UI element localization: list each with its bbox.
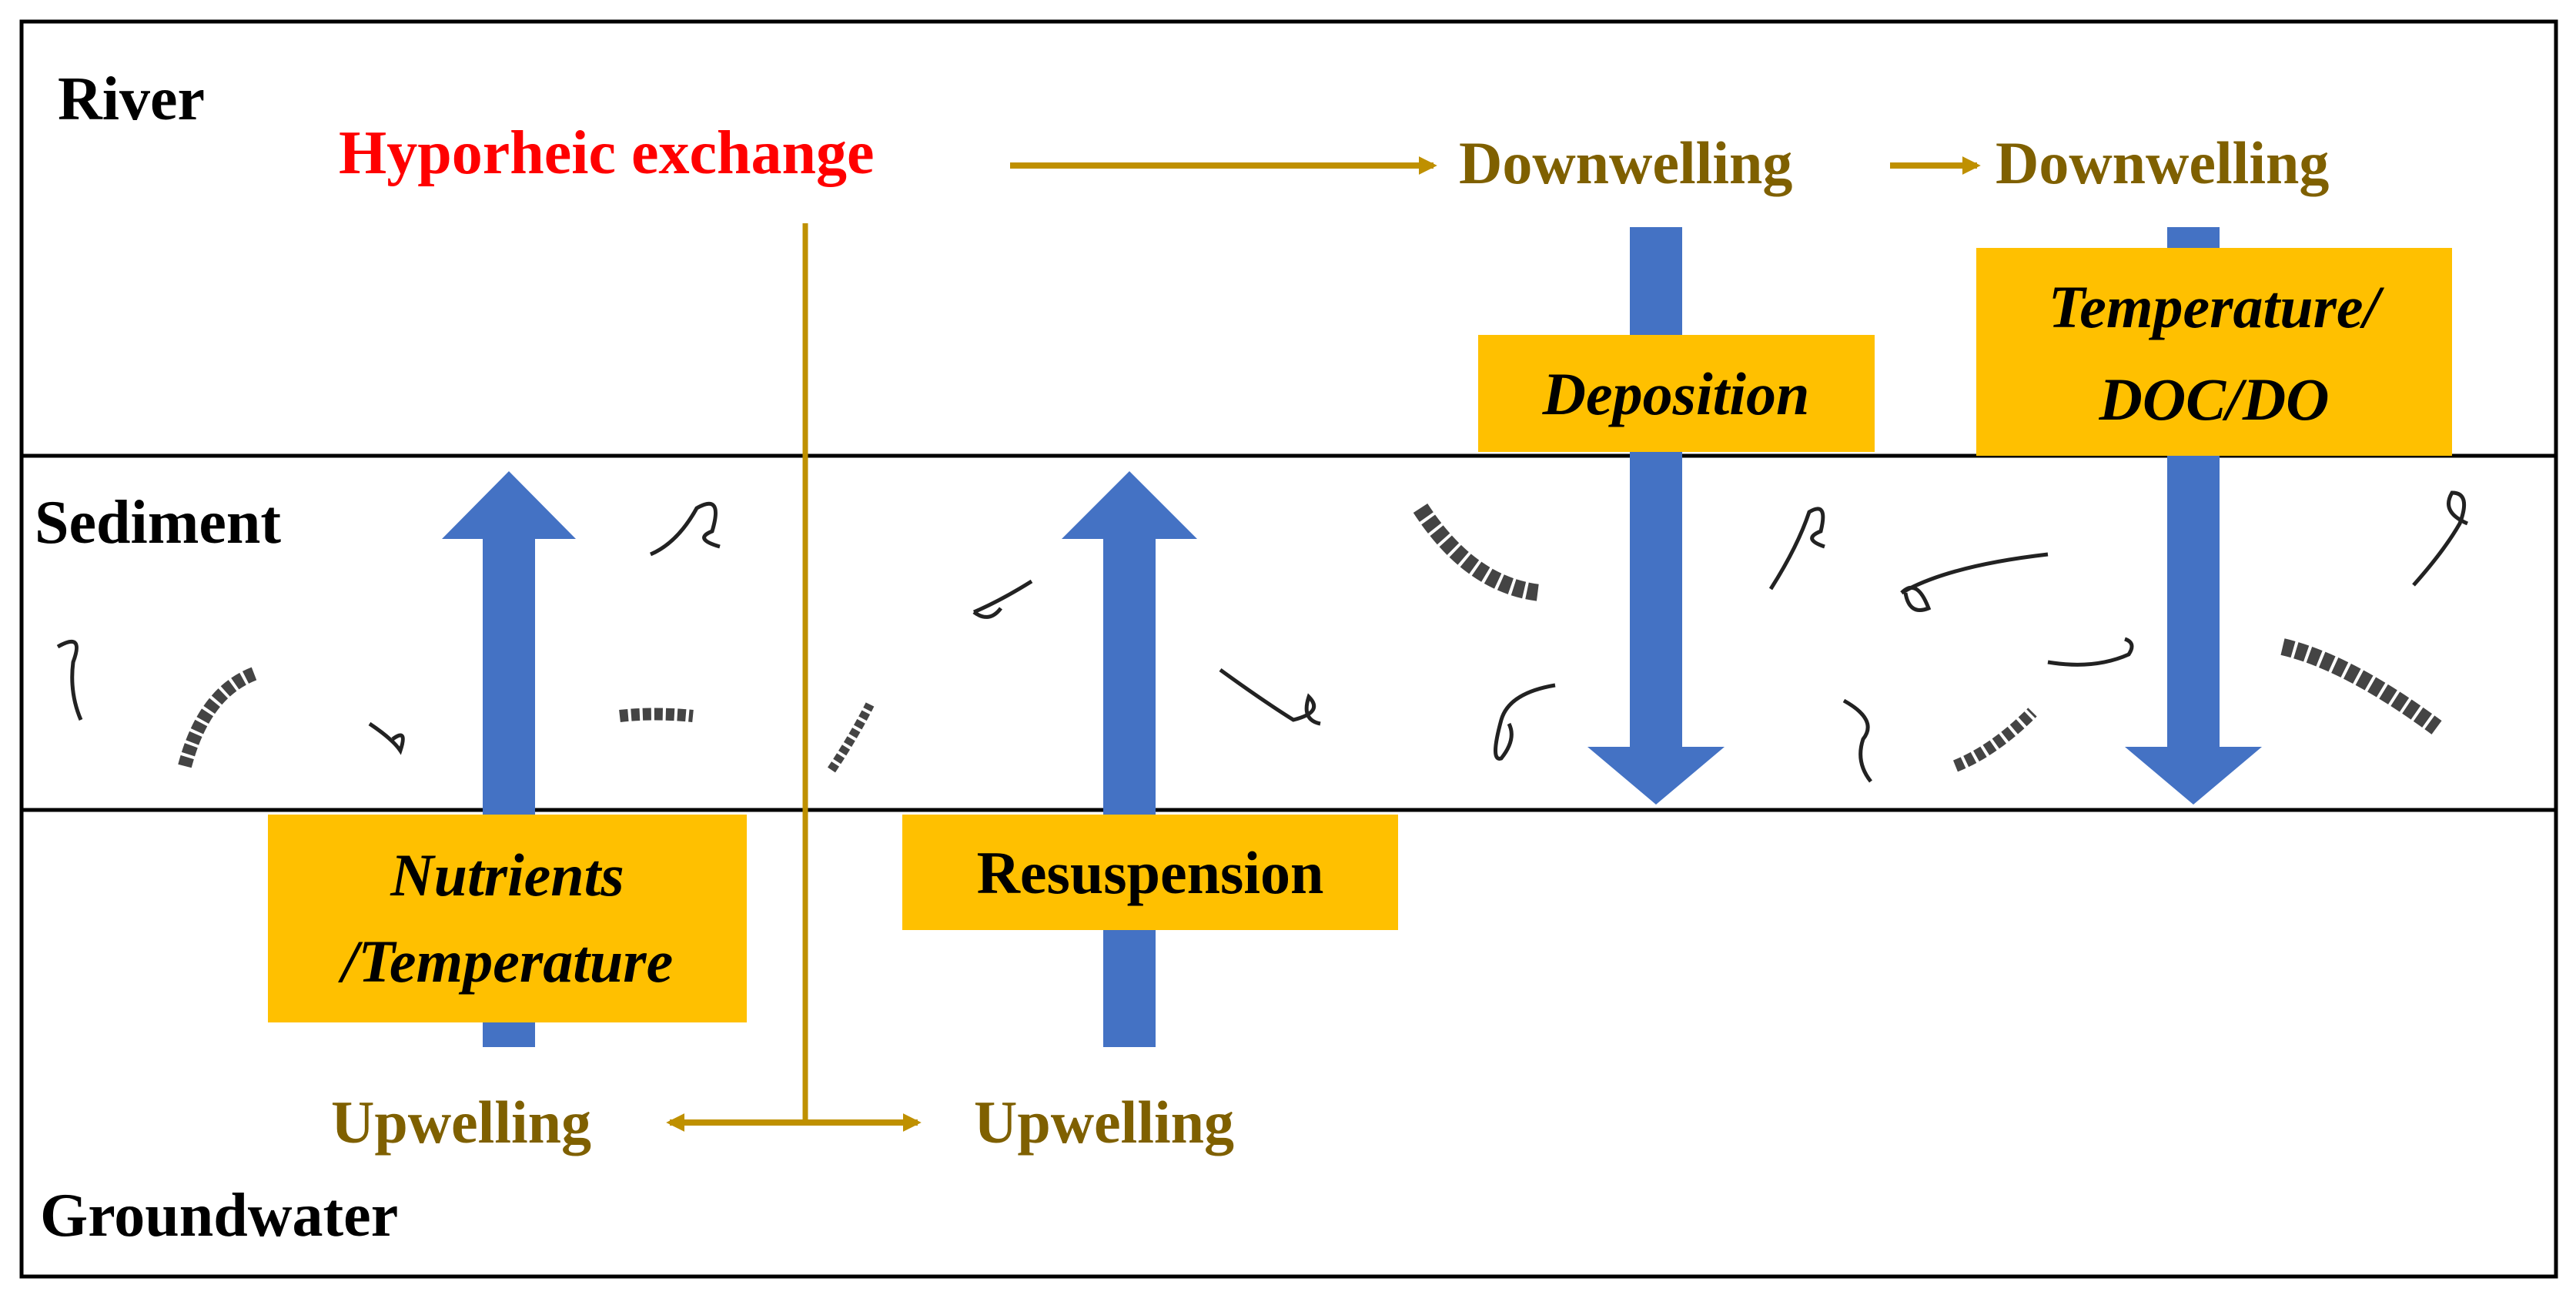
resuspension-label: Resuspension <box>977 839 1324 906</box>
downwelling-label-2: Downwelling <box>1996 129 2329 196</box>
downwelling-label-1: Downwelling <box>1459 129 1792 196</box>
temperature-down-arrow <box>2125 227 2262 805</box>
chironomid-larva-icon <box>178 504 2442 773</box>
temperature-label-right: Temperature/ <box>2049 273 2385 340</box>
deposition-label: Deposition <box>1542 360 1810 427</box>
upwelling-label-2: Upwelling <box>974 1089 1234 1156</box>
deposition-down-arrow <box>1587 227 1725 805</box>
nutrients-up-arrow <box>442 471 576 1047</box>
upwelling-label-1: Upwelling <box>331 1089 591 1156</box>
hyporheic-exchange-label: Hyporheic exchange <box>339 119 874 187</box>
tubificid-worm-icon <box>56 490 2469 783</box>
sediment-label: Sediment <box>35 489 281 557</box>
temperature-doc-do-box <box>1976 248 2452 456</box>
doc-do-label: DOC/DO <box>2098 366 2329 433</box>
diagram-border <box>19 19 2558 1279</box>
resuspension-box <box>902 815 1398 930</box>
groundwater-label: Groundwater <box>40 1182 398 1250</box>
temperature-label-left: /Temperature <box>338 928 673 995</box>
nutrients-temperature-box <box>268 815 747 1022</box>
river-label: River <box>58 65 205 133</box>
deposition-box <box>1478 335 1875 452</box>
resuspension-up-arrow <box>1062 471 1197 1047</box>
nutrients-label: Nutrients <box>390 842 624 908</box>
